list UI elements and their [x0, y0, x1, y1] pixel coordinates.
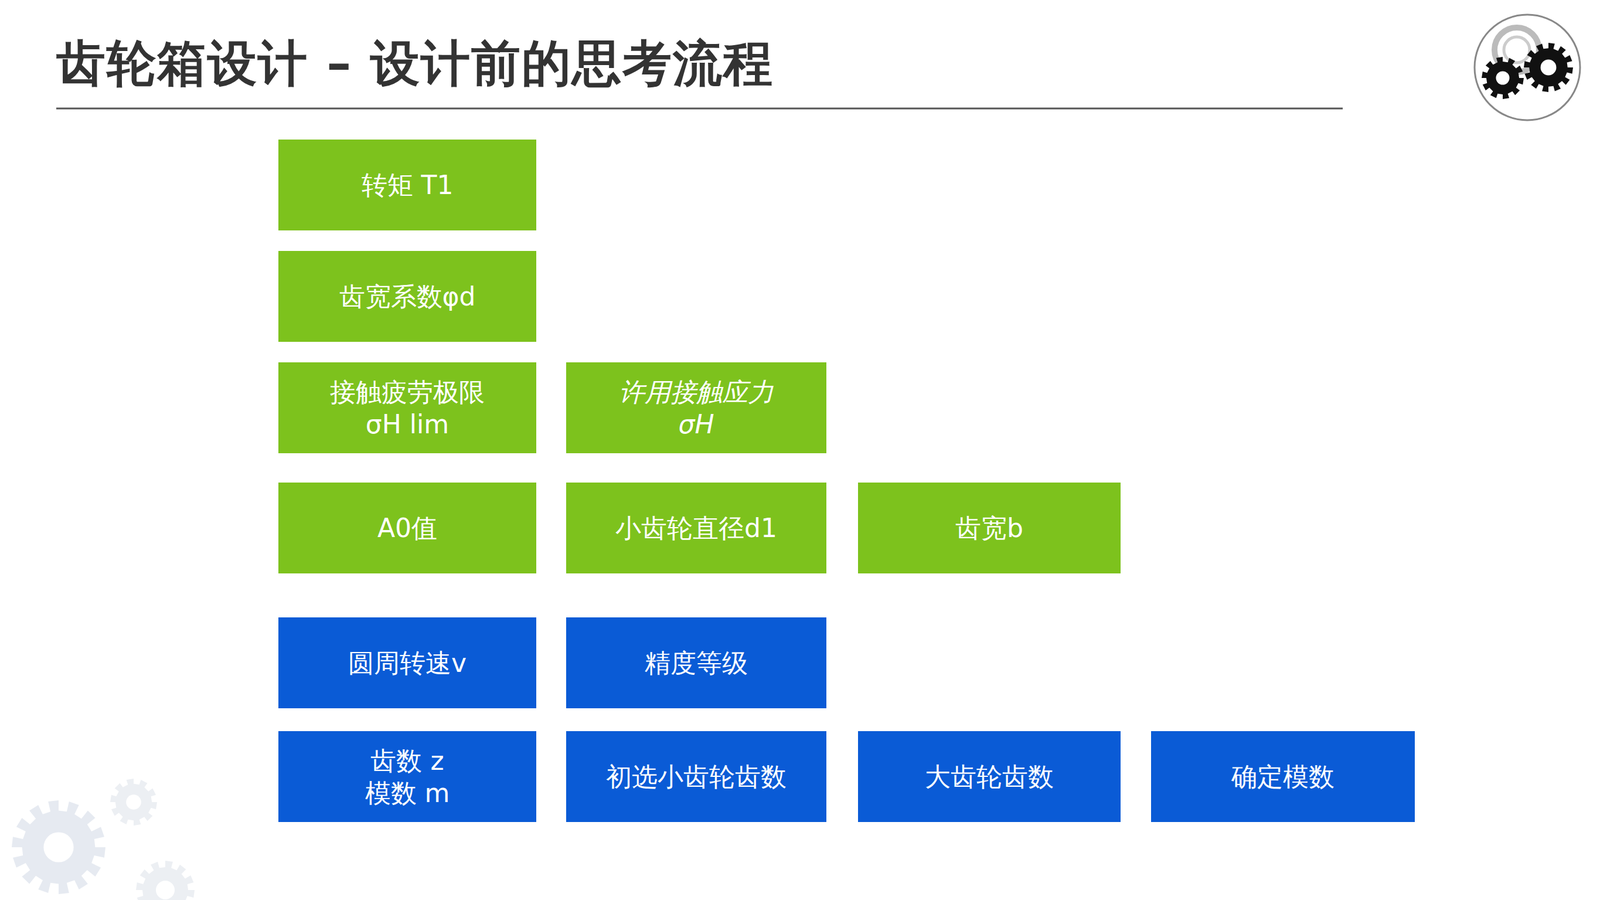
box-label: 圆周转速v — [348, 646, 467, 679]
blue-box: 精度等级 — [566, 617, 827, 708]
title: 齿轮箱设计 – 设计前的思考流程 — [56, 30, 775, 98]
background-gears — [11, 778, 195, 900]
logo — [1474, 14, 1581, 121]
title-rule — [56, 107, 1343, 110]
green-box: 齿宽b — [858, 482, 1121, 574]
blue-box: 初选小齿轮齿数 — [566, 730, 827, 822]
blue-box: 大齿轮齿数 — [858, 730, 1121, 822]
green-box: 齿宽系数φd — [278, 250, 537, 342]
green-box: 转矩 T1 — [278, 139, 537, 231]
box-label: 大齿轮齿数 — [924, 760, 1054, 793]
blue-box: 确定模数 — [1151, 730, 1415, 822]
box-label: 接触疲劳极限 σH lim — [319, 375, 496, 441]
box-label: 小齿轮直径d1 — [615, 511, 778, 544]
blue-box: 圆周转速v — [278, 617, 537, 708]
box-label: A0值 — [377, 511, 438, 544]
box-label: 许用接触应力 σH — [608, 375, 785, 441]
box-label: 初选小齿轮齿数 — [606, 760, 787, 793]
blue-box: 齿数 z 模数 m — [278, 730, 537, 822]
green-box: A0值 — [278, 482, 537, 574]
green-box: 许用接触应力 σH — [566, 362, 827, 454]
box-label: 确定模数 — [1231, 760, 1335, 793]
box-label: 齿宽b — [955, 511, 1024, 544]
green-box: 接触疲劳极限 σH lim — [278, 362, 537, 454]
box-label: 齿数 z 模数 m — [357, 744, 458, 809]
box-label: 齿宽系数φd — [339, 280, 476, 313]
green-box: 小齿轮直径d1 — [566, 482, 827, 574]
box-label: 精度等级 — [644, 646, 748, 679]
box-label: 转矩 T1 — [361, 168, 454, 202]
